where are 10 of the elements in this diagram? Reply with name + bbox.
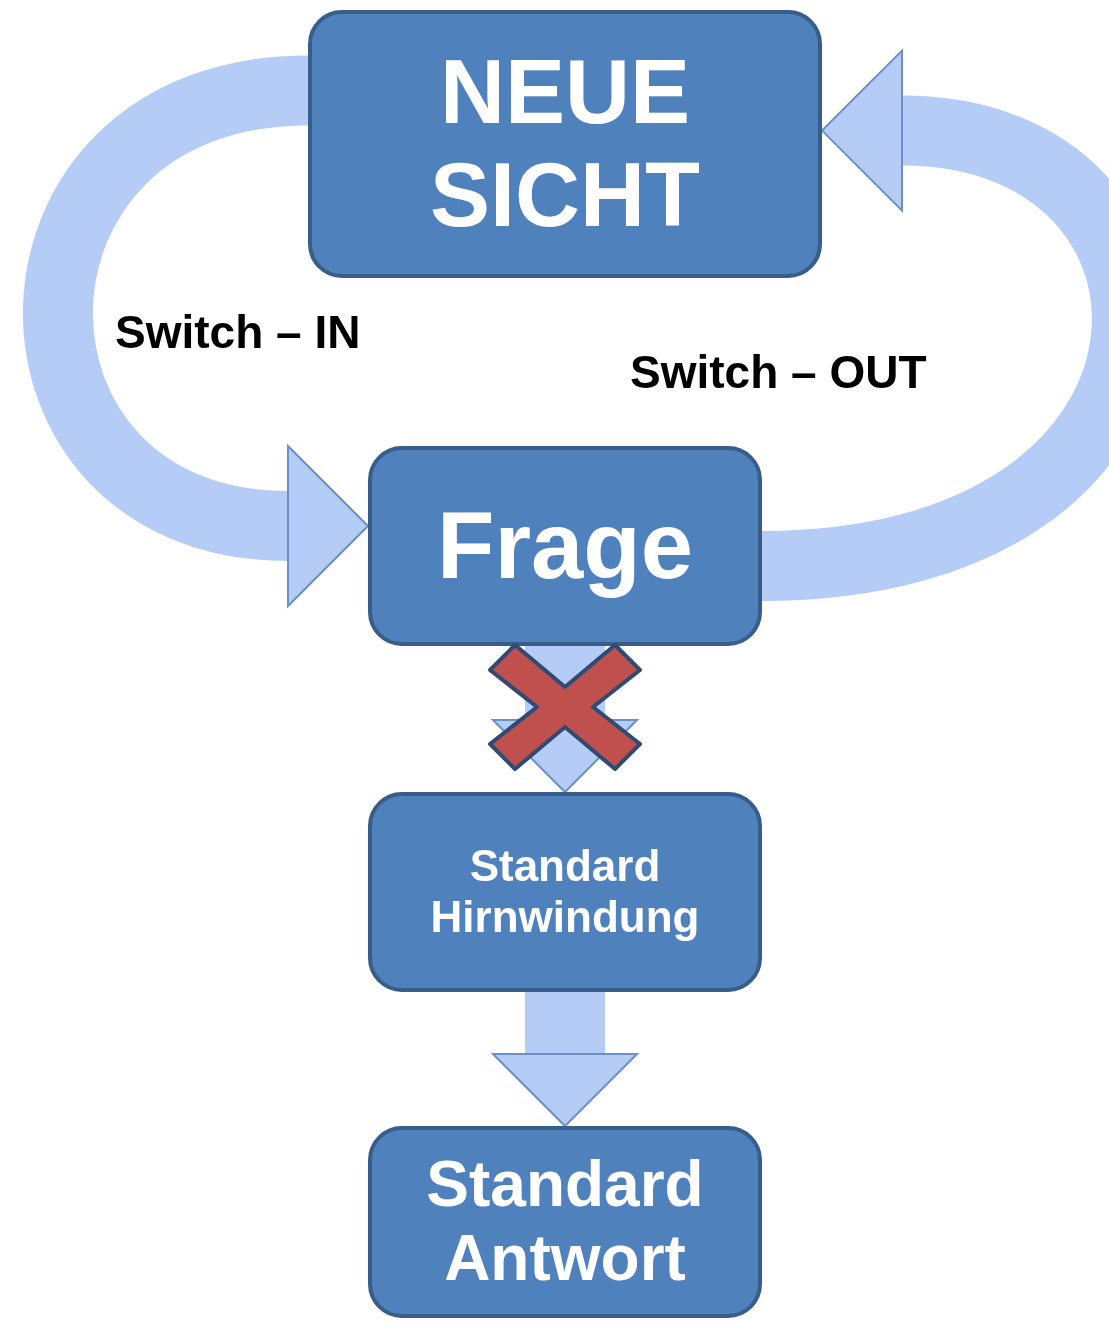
process-box — [368, 1126, 762, 1318]
box-label: Frage — [436, 491, 694, 600]
process-box — [308, 10, 822, 278]
process-box — [368, 446, 762, 646]
box-label: NEUE SICHT — [429, 40, 701, 247]
block-arrow — [492, 992, 638, 1127]
box-label: Standard Hirnwindung — [429, 841, 701, 943]
process-box — [368, 792, 762, 992]
block-arrow — [492, 646, 638, 793]
box-label: Standard Antwort — [425, 1148, 705, 1296]
